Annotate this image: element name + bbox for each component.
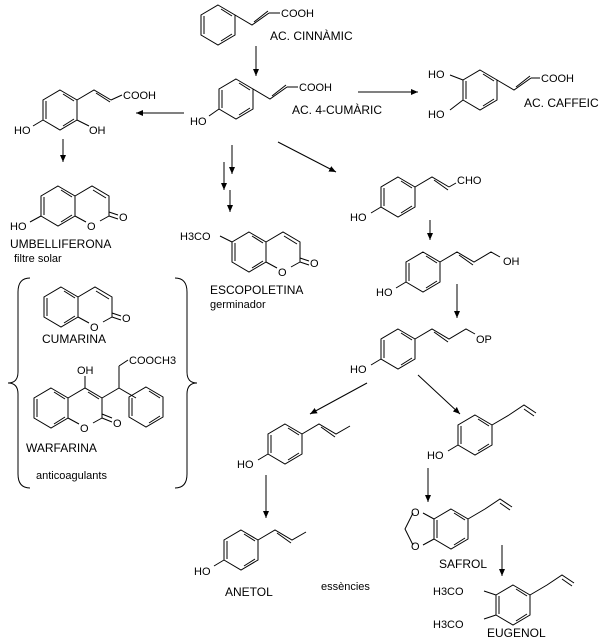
escopoletina-name: ESCOPOLETINA bbox=[210, 283, 303, 297]
essencies-note: essències bbox=[321, 581, 370, 593]
umbelliferona-ring-o: O bbox=[87, 221, 96, 233]
dihydroxycinnamic-structure: COOH HO OH bbox=[14, 89, 156, 137]
cumaric-cooh-label: COOH bbox=[299, 82, 332, 94]
warfarina-oh-label: OH bbox=[77, 365, 94, 377]
caffeic-ho2-label: HO bbox=[428, 109, 445, 121]
aldehyde-ho-label: HO bbox=[350, 212, 367, 224]
allyl-ho-label: HO bbox=[427, 450, 444, 462]
propenyl-ho-label: HO bbox=[237, 459, 254, 471]
left-brace bbox=[7, 277, 31, 489]
warfarina-name: WARFARINA bbox=[26, 441, 97, 455]
cumarina-ring-o: O bbox=[90, 322, 99, 334]
phosphate-op-label: OP bbox=[476, 334, 492, 346]
umbelliferona-note: filtre solar bbox=[14, 253, 62, 265]
cinnamic-acid-name: AC. CINNÀMIC bbox=[270, 28, 353, 43]
warfarina-ring-o: O bbox=[80, 423, 89, 435]
aldehyde-structure: CHO HO bbox=[350, 175, 482, 224]
cinnamic-acid-structure: COOH AC. CINNÀMIC bbox=[200, 4, 353, 46]
eugenol-methoxy-2: H3CO bbox=[433, 619, 464, 631]
umbelliferona-name: UMBELLIFERONA bbox=[10, 237, 111, 251]
arrow-phosphate-to-allyl bbox=[417, 374, 461, 415]
arrow-phosphate-to-propenyl bbox=[309, 382, 368, 415]
propenyl-phenol-structure: HO bbox=[237, 423, 351, 471]
caffeic-acid-name: AC. CAFFEIC bbox=[524, 96, 599, 110]
dihydroxy-cooh-label: COOH bbox=[123, 90, 156, 102]
escopoletina-ring-o: O bbox=[278, 267, 287, 279]
caffeic-acid-structure: COOH HO HO AC. CAFFEIC bbox=[428, 69, 599, 121]
umbelliferona-carbonyl-o: O bbox=[119, 212, 128, 224]
umbelliferona-structure: O O HO UMBELLIFERONA filtre solar bbox=[10, 185, 128, 265]
cumaric-acid-structure: COOH HO AC. 4-CUMÀRIC bbox=[190, 78, 382, 128]
alcohol-structure: OH HO bbox=[376, 251, 520, 299]
safrol-o1-label: O bbox=[411, 507, 420, 519]
cumarina-structure: O O CUMARINA bbox=[42, 286, 131, 346]
anetol-name: ANETOL bbox=[225, 585, 273, 599]
caffeic-cooh-label: COOH bbox=[541, 73, 574, 85]
cumaric-acid-name: AC. 4-CUMÀRIC bbox=[292, 102, 382, 117]
escopoletina-carbonyl-o: O bbox=[310, 258, 319, 270]
escopoletina-note: germinador bbox=[210, 299, 266, 311]
warfarina-structure: OH COOCH3 O O WARFARINA anticoagulants bbox=[26, 355, 176, 482]
cumarina-name: CUMARINA bbox=[42, 332, 106, 346]
alcohol-oh-label: OH bbox=[503, 256, 520, 268]
eugenol-structure: H3CO H3CO EUGENOL bbox=[433, 574, 575, 640]
safrol-structure: O O SAFROL bbox=[404, 498, 513, 571]
alcohol-ho-label: HO bbox=[376, 287, 393, 299]
dihydroxy-ho-label: HO bbox=[14, 125, 31, 137]
phosphate-structure: OP HO bbox=[350, 328, 492, 376]
warfarina-ester-label: COOCH3 bbox=[129, 355, 176, 367]
phosphate-ho-label: HO bbox=[350, 364, 367, 376]
cumaric-ho-label: HO bbox=[190, 116, 207, 128]
cinnamic-cooh-label: COOH bbox=[281, 8, 314, 20]
safrol-o2-label: O bbox=[411, 541, 420, 553]
warfarina-carbonyl-o: O bbox=[113, 418, 122, 430]
dihydroxy-oh-label: OH bbox=[89, 125, 106, 137]
right-brace bbox=[174, 277, 198, 489]
cumarina-carbonyl-o: O bbox=[122, 313, 131, 325]
anetol-structure: HO ANETOL bbox=[194, 529, 307, 599]
anticoagulants-note: anticoagulants bbox=[36, 470, 107, 482]
umbelliferona-ho-label: HO bbox=[10, 221, 27, 233]
arrow-cumaric-to-aldehyde bbox=[277, 141, 337, 173]
escopoletina-methoxy: H3CO bbox=[180, 231, 211, 243]
escopoletina-structure: H3CO O O ESCOPOLETINA germinador bbox=[180, 231, 319, 311]
aldehyde-cho-label: CHO bbox=[457, 175, 482, 187]
caffeic-ho1-label: HO bbox=[428, 69, 445, 81]
allyl-phenol-structure: HO bbox=[427, 404, 537, 462]
eugenol-methoxy-1: H3CO bbox=[433, 586, 464, 598]
safrol-name: SAFROL bbox=[439, 557, 487, 571]
anetol-ho-label: HO bbox=[194, 566, 211, 578]
eugenol-name: EUGENOL bbox=[487, 626, 546, 640]
